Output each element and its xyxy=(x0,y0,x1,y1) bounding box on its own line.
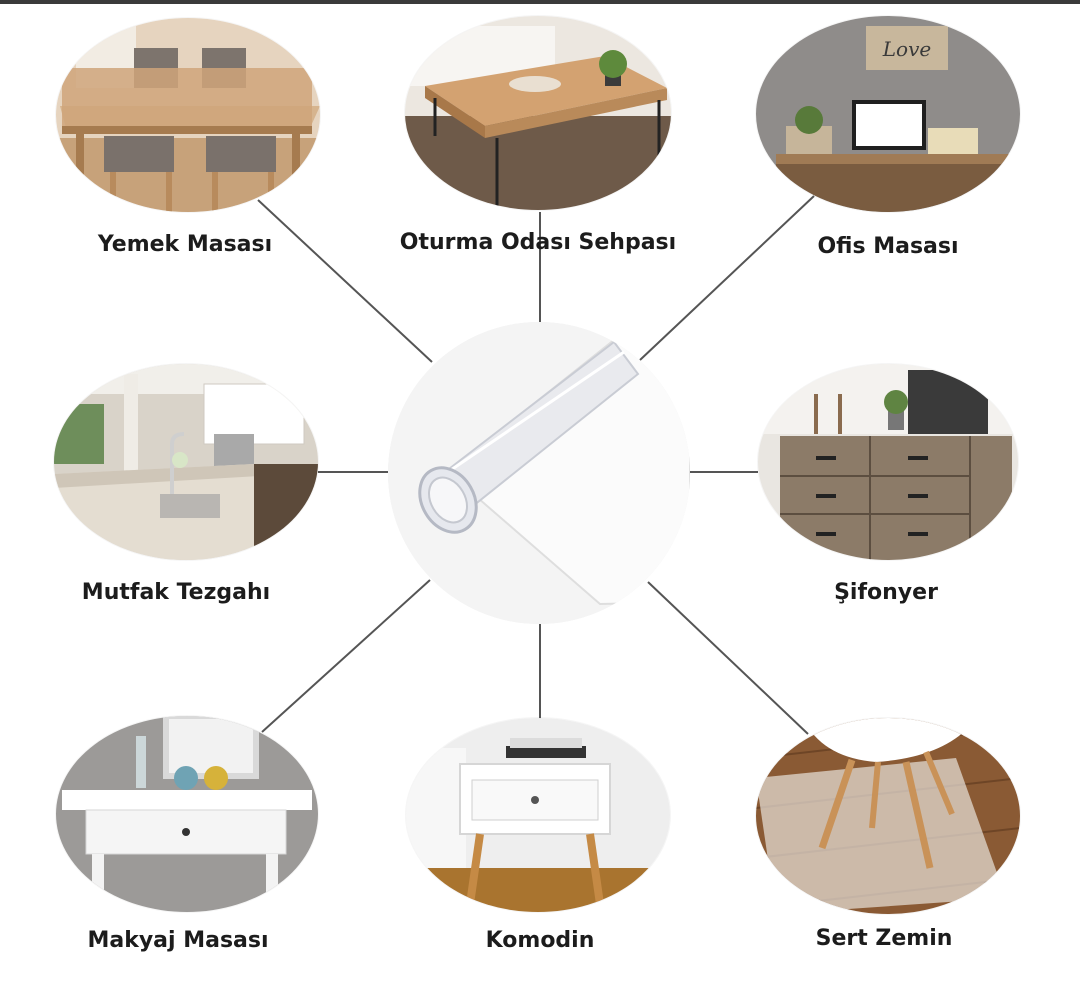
dresser-photo-icon xyxy=(758,364,1018,560)
label-yemek-masasi: Yemek Masası xyxy=(97,232,273,257)
vanity-table-photo-icon xyxy=(56,716,318,912)
kitchen-counter-image xyxy=(54,364,318,560)
top-border xyxy=(0,0,1080,4)
center-product-image xyxy=(388,322,690,624)
vanity-table-image xyxy=(56,716,318,912)
label-makyaj-masasi: Makyaj Masası xyxy=(87,928,269,953)
label-komodin: Komodin xyxy=(485,928,595,953)
office-desk-photo-icon: Love xyxy=(756,16,1020,212)
label-ofis-masasi: Ofis Masası xyxy=(817,234,959,259)
dining-table-photo-icon xyxy=(56,18,320,212)
hard-floor-image xyxy=(756,718,1020,914)
nightstand-photo-icon xyxy=(406,718,670,912)
hard-floor-photo-icon xyxy=(756,718,1020,914)
love-sign-text: Love xyxy=(882,37,931,61)
office-desk-image: Love xyxy=(756,16,1020,212)
nightstand-image xyxy=(406,718,670,912)
dining-table-image xyxy=(56,18,320,212)
label-oturma-odasi-sehpasi: Oturma Odası Sehpası xyxy=(399,230,677,255)
label-mutfak-tezgahi: Mutfak Tezgahı xyxy=(81,580,271,605)
kitchen-counter-photo-icon xyxy=(54,364,318,560)
label-sifonyer: Şifonyer xyxy=(834,580,938,605)
dresser-image xyxy=(758,364,1018,560)
coffee-table-image xyxy=(405,16,671,210)
clear-film-roll-icon xyxy=(388,322,690,624)
label-sert-zemin: Sert Zemin xyxy=(815,926,953,951)
coffee-table-photo-icon xyxy=(405,16,671,210)
